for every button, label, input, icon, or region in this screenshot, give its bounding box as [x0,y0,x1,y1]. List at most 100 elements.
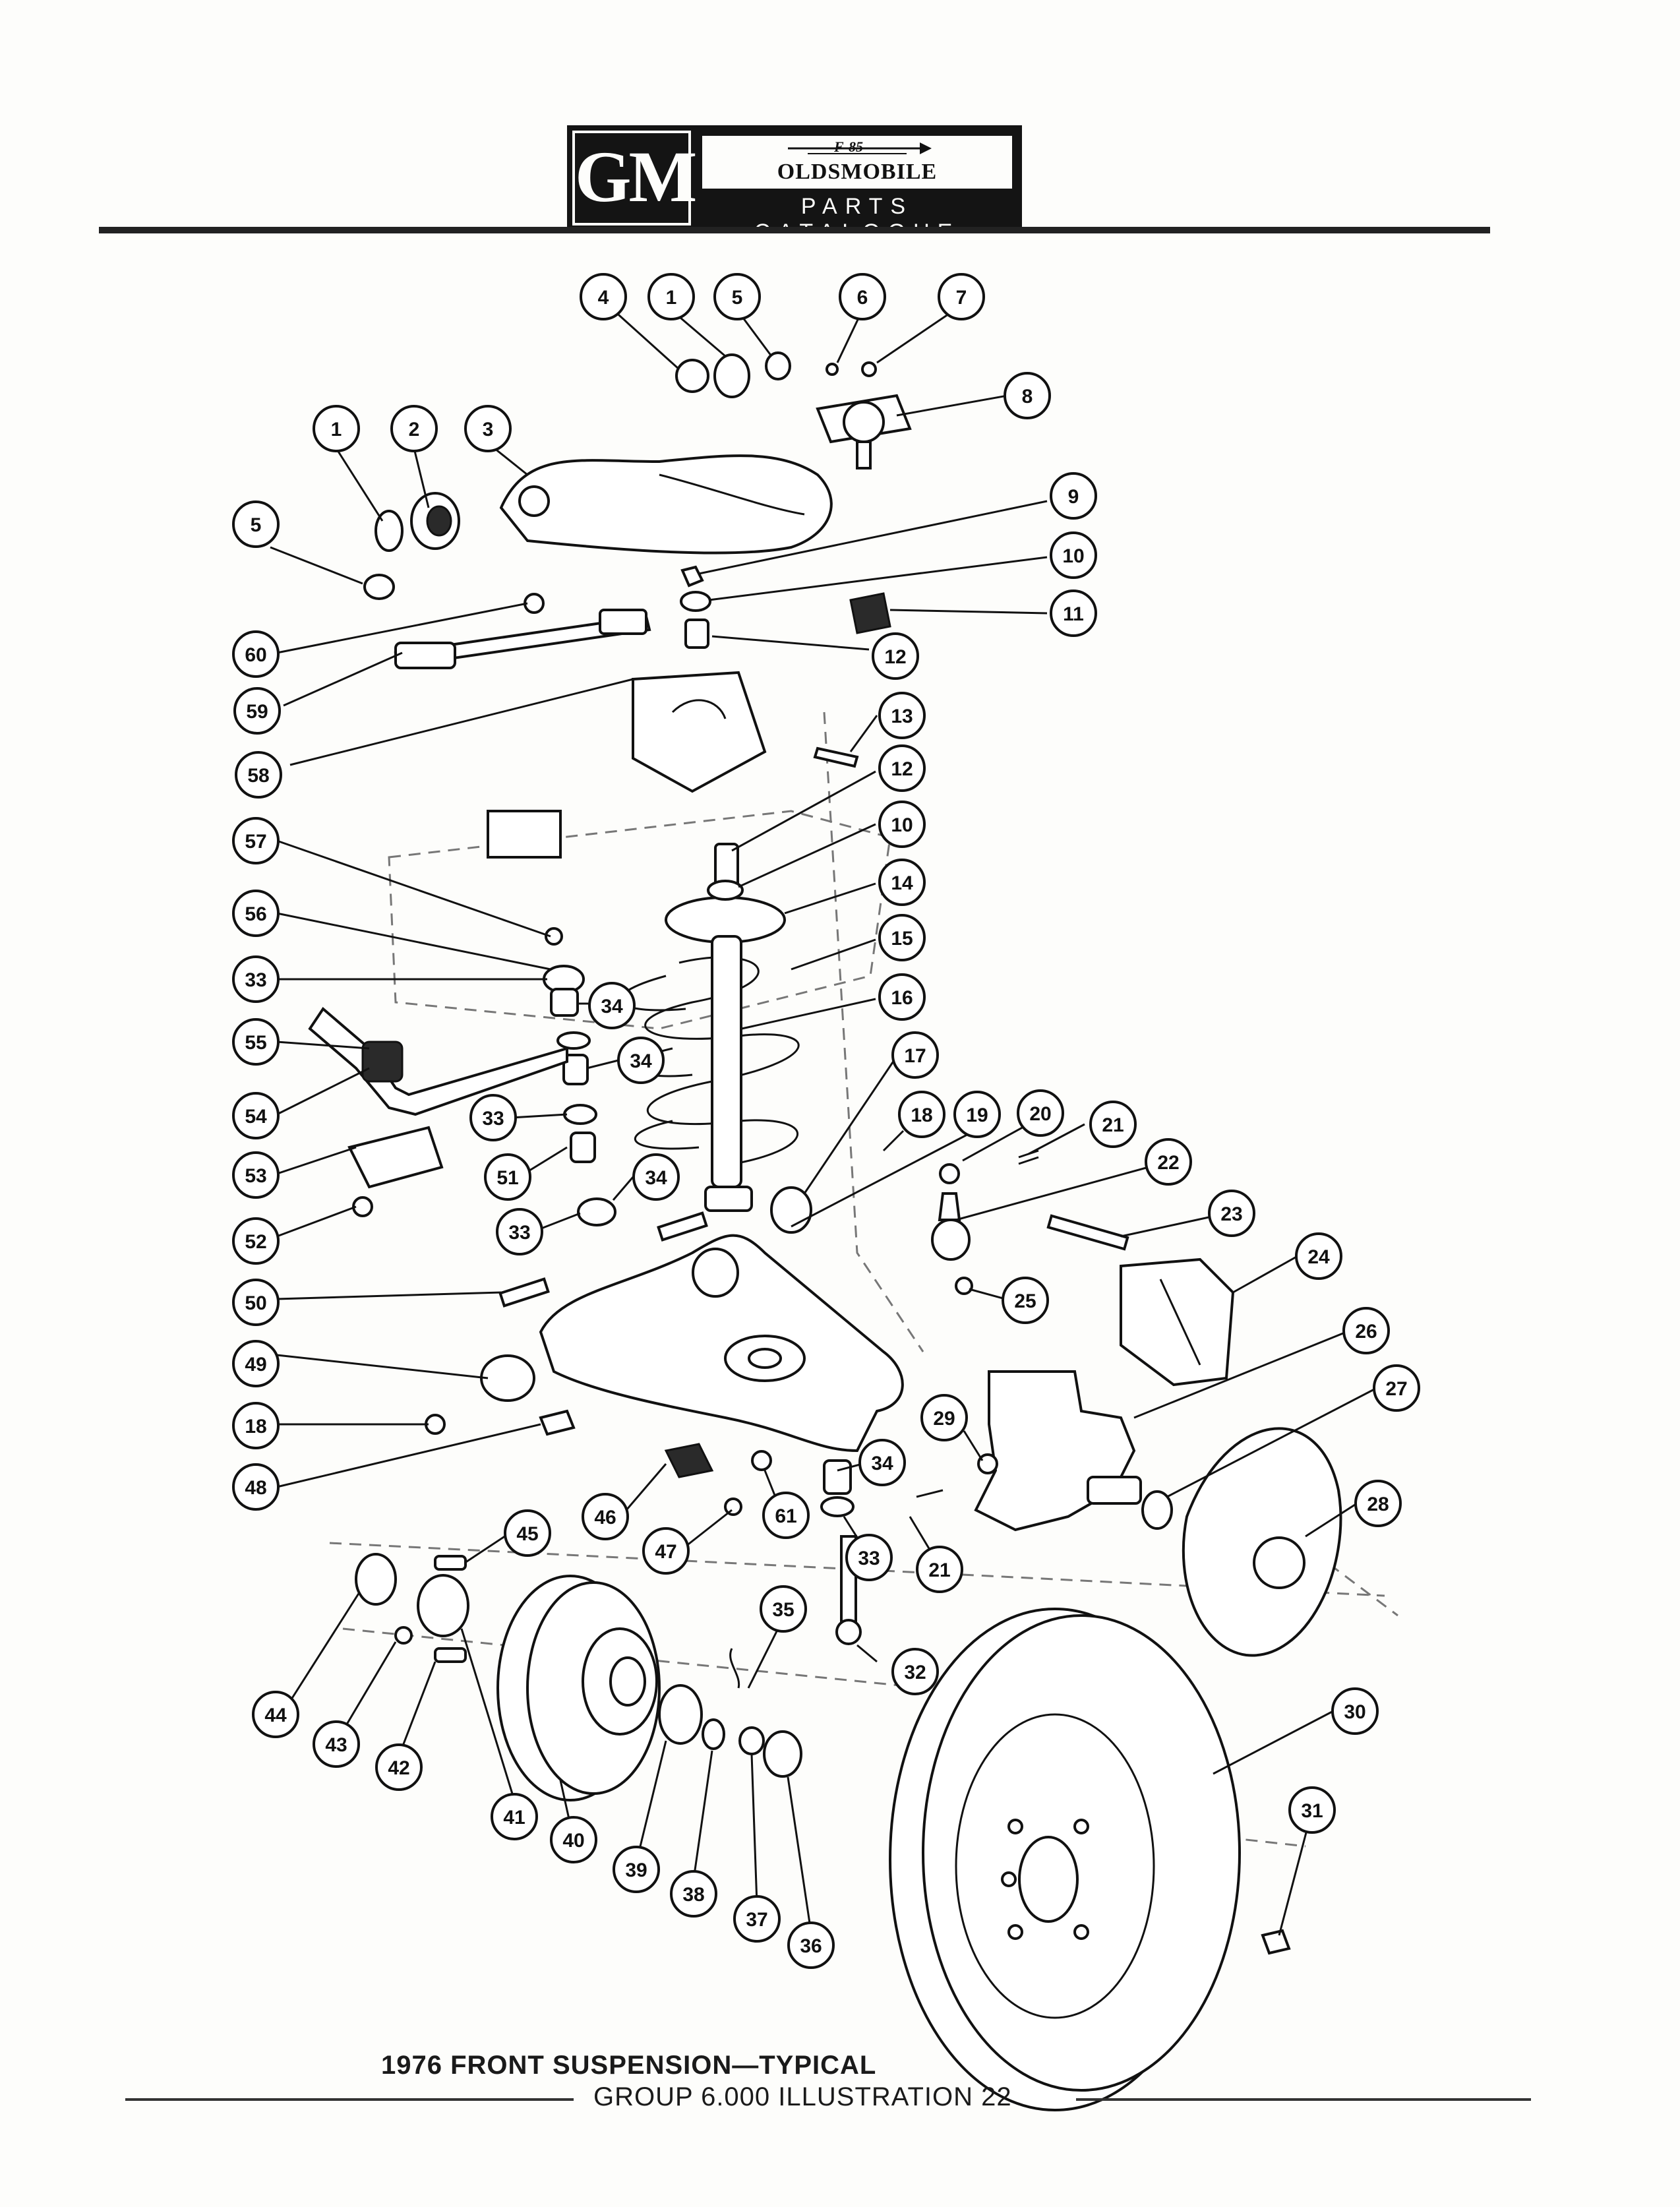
svg-text:18: 18 [245,1416,266,1437]
hub-and-rotor [355,1553,802,1801]
svg-text:28: 28 [1367,1494,1389,1515]
svg-text:20: 20 [1029,1103,1051,1125]
coil-spring [619,896,800,1168]
callout-10b: 10 [878,801,926,848]
callout-59: 59 [233,687,281,735]
svg-text:41: 41 [503,1807,525,1829]
svg-text:34: 34 [630,1050,652,1072]
callout-47: 47 [642,1527,690,1575]
svg-text:9: 9 [1068,486,1079,508]
callout-39: 39 [613,1846,660,1893]
callout-12b: 12 [878,744,926,792]
svg-text:60: 60 [245,644,266,666]
callout-21: 21 [1089,1101,1137,1148]
svg-text:8: 8 [1022,386,1033,408]
callout-34c: 34 [632,1153,680,1201]
svg-text:50: 50 [245,1292,266,1314]
callout-33b: 33 [469,1094,517,1141]
svg-text:27: 27 [1385,1378,1407,1400]
svg-text:57: 57 [245,831,266,853]
callout-19: 19 [953,1091,1001,1138]
svg-text:19: 19 [966,1104,988,1126]
callout-49: 49 [232,1340,280,1387]
callout-4: 4 [580,273,627,320]
callout-10: 10 [1050,531,1097,579]
callout-11: 11 [1050,590,1097,637]
svg-text:33: 33 [482,1108,504,1130]
svg-text:33: 33 [508,1222,530,1244]
callout-55: 55 [232,1018,280,1066]
callout-18: 18 [898,1091,945,1138]
lower-control-arm [425,1234,904,1516]
svg-text:45: 45 [516,1523,538,1545]
callout-1: 1 [647,273,695,320]
svg-text:29: 29 [933,1408,955,1430]
callout-46: 46 [582,1493,629,1540]
callout-60: 60 [232,630,280,678]
header-rule [99,227,1490,233]
callout-36: 36 [787,1921,835,1969]
shock-upper-parts [680,565,891,768]
callout-57: 57 [232,817,280,864]
svg-text:54: 54 [245,1106,267,1128]
callout-32: 32 [891,1648,939,1695]
svg-text:26: 26 [1355,1321,1377,1343]
svg-text:52: 52 [245,1231,266,1253]
callout-53: 53 [232,1151,280,1199]
svg-text:36: 36 [800,1935,822,1957]
callout-33: 33 [232,955,280,1003]
frame-bracket [487,671,767,859]
callout-6: 6 [839,273,886,320]
svg-text:32: 32 [904,1662,926,1683]
stabilizer-link [543,927,616,1226]
lower-ball-joint [820,1459,862,1645]
svg-text:13: 13 [891,706,913,727]
svg-text:46: 46 [594,1507,616,1528]
callout-38: 38 [670,1870,717,1918]
callout-2: 2 [390,405,438,452]
wheel-rim [889,1608,1291,2111]
callout-40: 40 [550,1816,597,1863]
svg-text:31: 31 [1301,1800,1323,1822]
svg-text:21: 21 [1102,1114,1124,1136]
svg-text:21: 21 [928,1559,950,1581]
callout-43: 43 [313,1720,360,1768]
callout-27: 27 [1373,1364,1420,1412]
svg-text:7: 7 [956,287,967,309]
svg-text:55: 55 [245,1032,266,1054]
callout-13: 13 [878,692,926,739]
leader-lines [270,309,1377,1936]
callout-20: 20 [1017,1089,1064,1137]
svg-text:5: 5 [732,287,743,309]
svg-text:10: 10 [891,814,913,836]
svg-text:38: 38 [682,1884,704,1906]
footer-label: GROUP 6.000 ILLUSTRATION 22 [593,2082,1012,2111]
svg-text:34: 34 [645,1167,667,1189]
svg-text:58: 58 [247,765,269,787]
callout-58: 58 [235,751,282,799]
callout-16: 16 [878,973,926,1021]
svg-text:35: 35 [772,1599,794,1621]
svg-text:25: 25 [1014,1290,1036,1312]
svg-text:1: 1 [331,419,342,440]
svg-text:43: 43 [325,1734,347,1756]
svg-text:48: 48 [245,1477,266,1499]
svg-text:14: 14 [891,872,913,894]
svg-text:59: 59 [246,701,268,723]
svg-text:17: 17 [904,1045,926,1067]
callout-9: 9 [1050,472,1097,520]
callout-26: 26 [1342,1307,1390,1354]
svg-text:18: 18 [911,1104,932,1126]
callout-1b: 1 [313,405,360,452]
gm-logo: GM [572,131,697,226]
callout-34: 34 [588,982,636,1029]
callout-37: 37 [733,1895,781,1943]
svg-text:12: 12 [891,758,913,780]
callout-34d: 34 [858,1439,906,1486]
callout-22: 22 [1145,1138,1192,1186]
svg-text:61: 61 [775,1505,796,1527]
callout-45: 45 [504,1509,551,1557]
callout-48: 48 [232,1463,280,1511]
callout-52: 52 [232,1217,280,1265]
